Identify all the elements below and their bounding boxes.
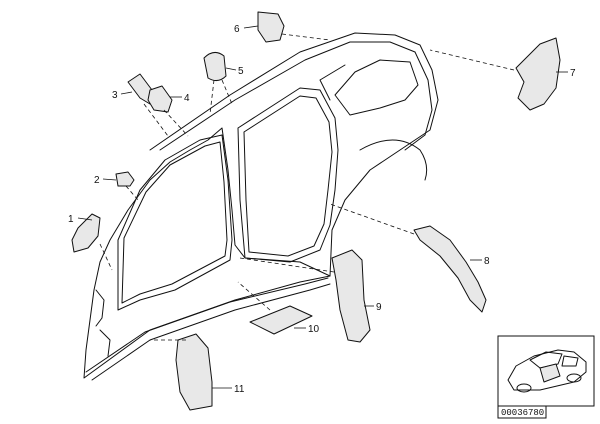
callout-label-8: 8 [484, 256, 490, 267]
part-9-bracket [331, 249, 371, 343]
callout-3: 3 [112, 90, 133, 101]
callout-label-9: 9 [376, 302, 382, 313]
part-8-strip [413, 225, 487, 313]
document-number: 00036780 [501, 408, 544, 418]
thumbnail-car-icon [507, 349, 587, 393]
callout-6: 6 [234, 24, 259, 35]
part-7-panel [515, 37, 561, 111]
callout-2: 2 [94, 175, 117, 186]
callout-label-5: 5 [238, 66, 244, 77]
callout-10: 10 [294, 324, 320, 335]
part-1-bracket [71, 213, 101, 253]
callout-5: 5 [225, 66, 244, 77]
callout-9: 9 [364, 302, 382, 313]
callout-label-10: 10 [308, 324, 320, 335]
part-6-bracket [257, 11, 285, 43]
callout-7: 7 [556, 68, 576, 79]
callout-1: 1 [68, 214, 93, 225]
callout-label-2: 2 [94, 175, 100, 186]
callout-4: 4 [170, 93, 190, 104]
callout-label-6: 6 [234, 24, 240, 35]
leader-lines [99, 33, 515, 341]
body-side-frame [83, 32, 439, 381]
callout-label-3: 3 [112, 90, 118, 101]
callout-label-7: 7 [570, 68, 576, 79]
callout-label-4: 4 [184, 93, 190, 104]
callout-8: 8 [470, 256, 490, 267]
part-4-reinforcement [147, 85, 173, 113]
part-11-panel [175, 333, 213, 411]
vehicle-thumbnail: 00036780 [497, 335, 595, 419]
part-5-seal [203, 52, 227, 82]
callout-label-1: 1 [68, 214, 74, 225]
callout-label-11: 11 [234, 384, 245, 395]
callout-11: 11 [212, 384, 245, 395]
part-10-pad [249, 305, 313, 335]
part-2-clip [115, 171, 135, 187]
